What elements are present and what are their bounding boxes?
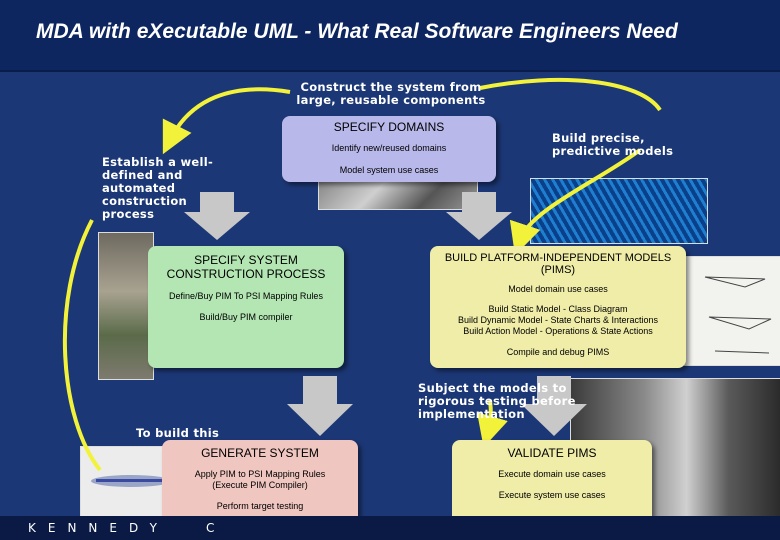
- box-title: BUILD PLATFORM-INDEPENDENT MODELS: [444, 252, 672, 264]
- note-establish: Establish a well- defined and automated …: [102, 156, 213, 221]
- box-title: SPECIFY SYSTEM: [194, 253, 298, 267]
- aircraft-drawing-icon: [704, 276, 772, 354]
- arrow-gray-domains-to-system: [184, 192, 250, 240]
- box-line: Build Dynamic Model - State Charts & Int…: [457, 315, 659, 325]
- airplane-icon: [91, 475, 171, 487]
- note-establish-line: Establish a well-: [102, 155, 214, 169]
- box-line: Build/Buy PIM compiler: [199, 312, 293, 322]
- note-precise: Build precise, predictive models: [552, 132, 673, 158]
- box-validate-pims: VALIDATE PIMS Execute domain use cases E…: [452, 440, 652, 516]
- box-line: Define/Buy PIM To PSI Mapping Rules: [169, 291, 323, 301]
- box-specify-system: SPECIFY SYSTEM CONSTRUCTION PROCESS Defi…: [148, 246, 344, 368]
- box-line: (Execute PIM Compiler): [212, 480, 308, 490]
- note-construct: Construct the system from large, reusabl…: [296, 81, 486, 107]
- arrow-subject-down: [477, 399, 508, 448]
- aircraft-wireframe-photo: [530, 178, 708, 244]
- note-build-this: To build this: [136, 426, 220, 440]
- note-establish-line: automated: [102, 181, 176, 195]
- note-subject: Subject the models to rigorous testing b…: [418, 382, 576, 421]
- slide-title: MDA with eXecutable UML - What Real Soft…: [36, 20, 678, 43]
- airplane-photo: [80, 446, 172, 518]
- note-construct-line: large, reusable components: [296, 93, 486, 107]
- arrow-gray-domains-to-pim: [446, 192, 512, 240]
- box-title: (PIMS): [540, 264, 576, 276]
- box-line: Execute system use cases: [498, 490, 606, 500]
- note-subject-line: implementation: [418, 407, 525, 421]
- box-line: Apply PIM to PSI Mapping Rules: [194, 469, 326, 479]
- title-bar: MDA with eXecutable UML - What Real Soft…: [0, 0, 780, 72]
- arrow-construct-right: [479, 77, 662, 112]
- box-title: SPECIFY DOMAINS: [333, 120, 445, 134]
- box-line: Build Action Model - Operations & State …: [463, 326, 653, 336]
- arrow-left-loop: [62, 219, 102, 472]
- box-generate-system: GENERATE SYSTEM Apply PIM to PSI Mapping…: [162, 440, 358, 516]
- footer-brand: KENNEDY: [28, 521, 169, 535]
- footer-letter: C: [206, 521, 215, 535]
- box-title: GENERATE SYSTEM: [201, 446, 319, 460]
- note-precise-line: Build precise,: [552, 131, 645, 145]
- box-line: Compile and debug PIMS: [506, 347, 610, 357]
- footer-bar: KENNEDY C: [0, 516, 780, 540]
- arrow-gray-system-to-generate: [287, 376, 353, 436]
- box-build-pim: BUILD PLATFORM-INDEPENDENT MODELS (PIMS)…: [430, 246, 686, 368]
- box-specify-domains: SPECIFY DOMAINS Identify new/reused doma…: [282, 116, 496, 182]
- note-establish-line: defined and: [102, 168, 183, 182]
- box-title: VALIDATE PIMS: [507, 446, 597, 460]
- box-line: Model domain use cases: [508, 284, 608, 294]
- assembly-hangar-photo: [98, 232, 154, 380]
- box-line: Model system use cases: [339, 165, 439, 175]
- box-line: Perform target testing: [216, 501, 304, 511]
- box-line: Identify new/reused domains: [331, 143, 447, 153]
- note-establish-line: construction: [102, 194, 188, 208]
- note-subject-line: Subject the models to: [418, 381, 567, 395]
- arrow-precise-down: [509, 148, 642, 256]
- arrow-construct-left: [162, 87, 291, 155]
- arrow-gray-pim-to-validate: [521, 376, 587, 436]
- note-subject-line: rigorous testing before: [418, 394, 576, 408]
- note-precise-line: predictive models: [552, 144, 674, 158]
- box-line: Build Static Model - Class Diagram: [488, 304, 628, 314]
- note-establish-line: process: [102, 207, 155, 221]
- box-title: CONSTRUCTION PROCESS: [166, 267, 326, 281]
- note-construct-line: Construct the system from: [300, 80, 482, 94]
- box-line: Execute domain use cases: [498, 469, 606, 479]
